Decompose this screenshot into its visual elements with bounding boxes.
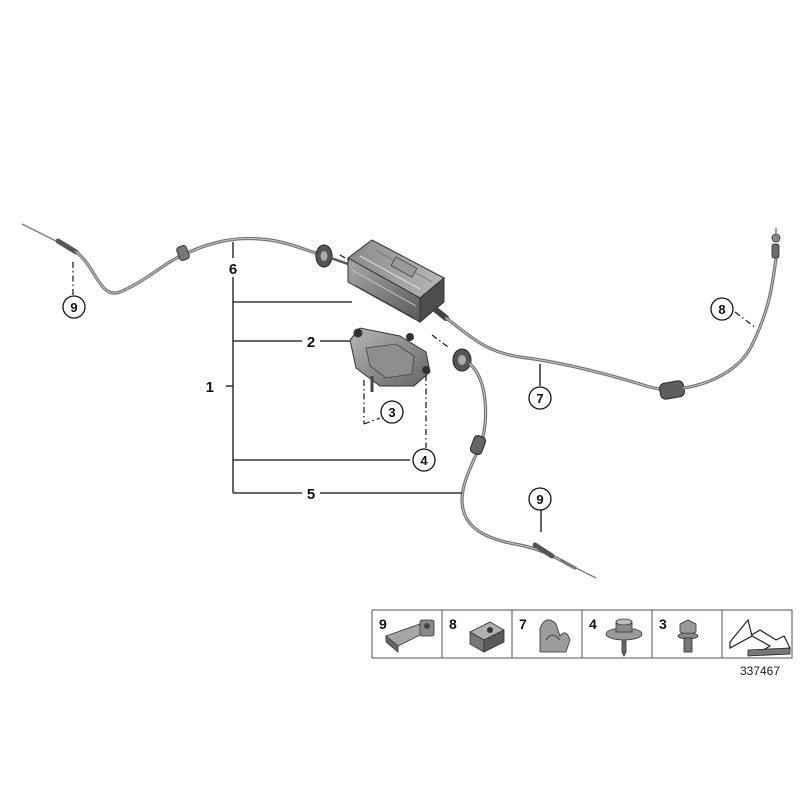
label-1: 1 (206, 379, 214, 396)
clip-bracket-icon (385, 619, 435, 653)
diagram-number: 337467 (740, 664, 780, 678)
strip-cell-4: 4 (589, 616, 643, 657)
cable-holder-icon (469, 621, 505, 653)
strip-number-8: 8 (449, 616, 457, 632)
leader-lines (72, 242, 757, 532)
callout-7: 7 (528, 386, 552, 410)
small-parts-strip: 9 8 7 4 (371, 609, 793, 659)
label-2: 2 (307, 334, 315, 351)
label-8: 8 (718, 302, 725, 317)
label-4: 4 (420, 453, 428, 468)
label-5: 5 (307, 486, 315, 503)
callout-8: 8 (710, 297, 734, 321)
lower-parking-brake-cable (452, 348, 597, 579)
callout-3: 3 (380, 400, 404, 424)
callout-4: 4 (412, 448, 436, 472)
actuator-bracket (349, 327, 431, 392)
label-3: 3 (388, 405, 395, 420)
hex-bolt-icon (677, 619, 699, 653)
strip-cell-8: 8 (449, 616, 505, 653)
left-parking-brake-cable (21, 223, 349, 295)
strip-number-9: 9 (379, 616, 387, 632)
label-6: 6 (229, 261, 237, 278)
label-7: 7 (536, 391, 543, 406)
strip-number-7: 7 (519, 616, 527, 632)
callout-9-left: 9 (62, 295, 86, 319)
arrow-direction-icon (729, 618, 791, 657)
strip-cell-9: 9 (379, 616, 435, 653)
flange-screw-icon (605, 618, 643, 657)
callout-9-right: 9 (528, 487, 552, 511)
strip-cell-7: 7 (519, 616, 571, 653)
strip-number-3: 3 (659, 616, 667, 632)
right-parking-brake-cable (444, 228, 781, 400)
strip-cell-3: 3 (659, 616, 699, 653)
strip-number-4: 4 (589, 616, 597, 632)
label-9-left: 9 (70, 300, 77, 315)
parking-brake-actuator (347, 239, 449, 324)
label-9-right: 9 (536, 492, 543, 507)
spring-clip-icon (539, 619, 571, 653)
